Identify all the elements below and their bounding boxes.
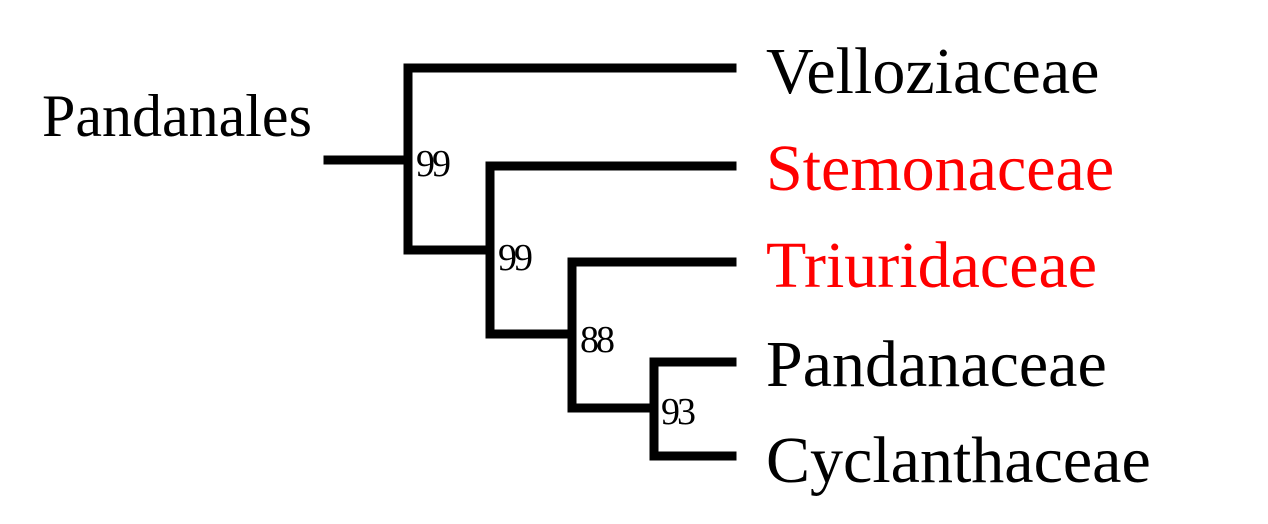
support-value-node-1: 99 bbox=[416, 143, 450, 185]
taxon-label-stemonaceae: Stemonaceae bbox=[766, 132, 1114, 205]
support-value-node-4: 93 bbox=[661, 391, 695, 433]
clade-label: Pandanales bbox=[42, 83, 312, 149]
taxon-label-pandanaceae: Pandanaceae bbox=[766, 328, 1107, 401]
support-value-node-3: 88 bbox=[580, 319, 614, 361]
taxon-label-cyclanthaceae: Cyclanthaceae bbox=[766, 424, 1151, 497]
taxon-label-triuridaceae: Triuridaceae bbox=[766, 229, 1097, 302]
taxon-label-velloziaceae: Velloziaceae bbox=[766, 35, 1099, 108]
support-value-node-2: 99 bbox=[498, 237, 532, 279]
